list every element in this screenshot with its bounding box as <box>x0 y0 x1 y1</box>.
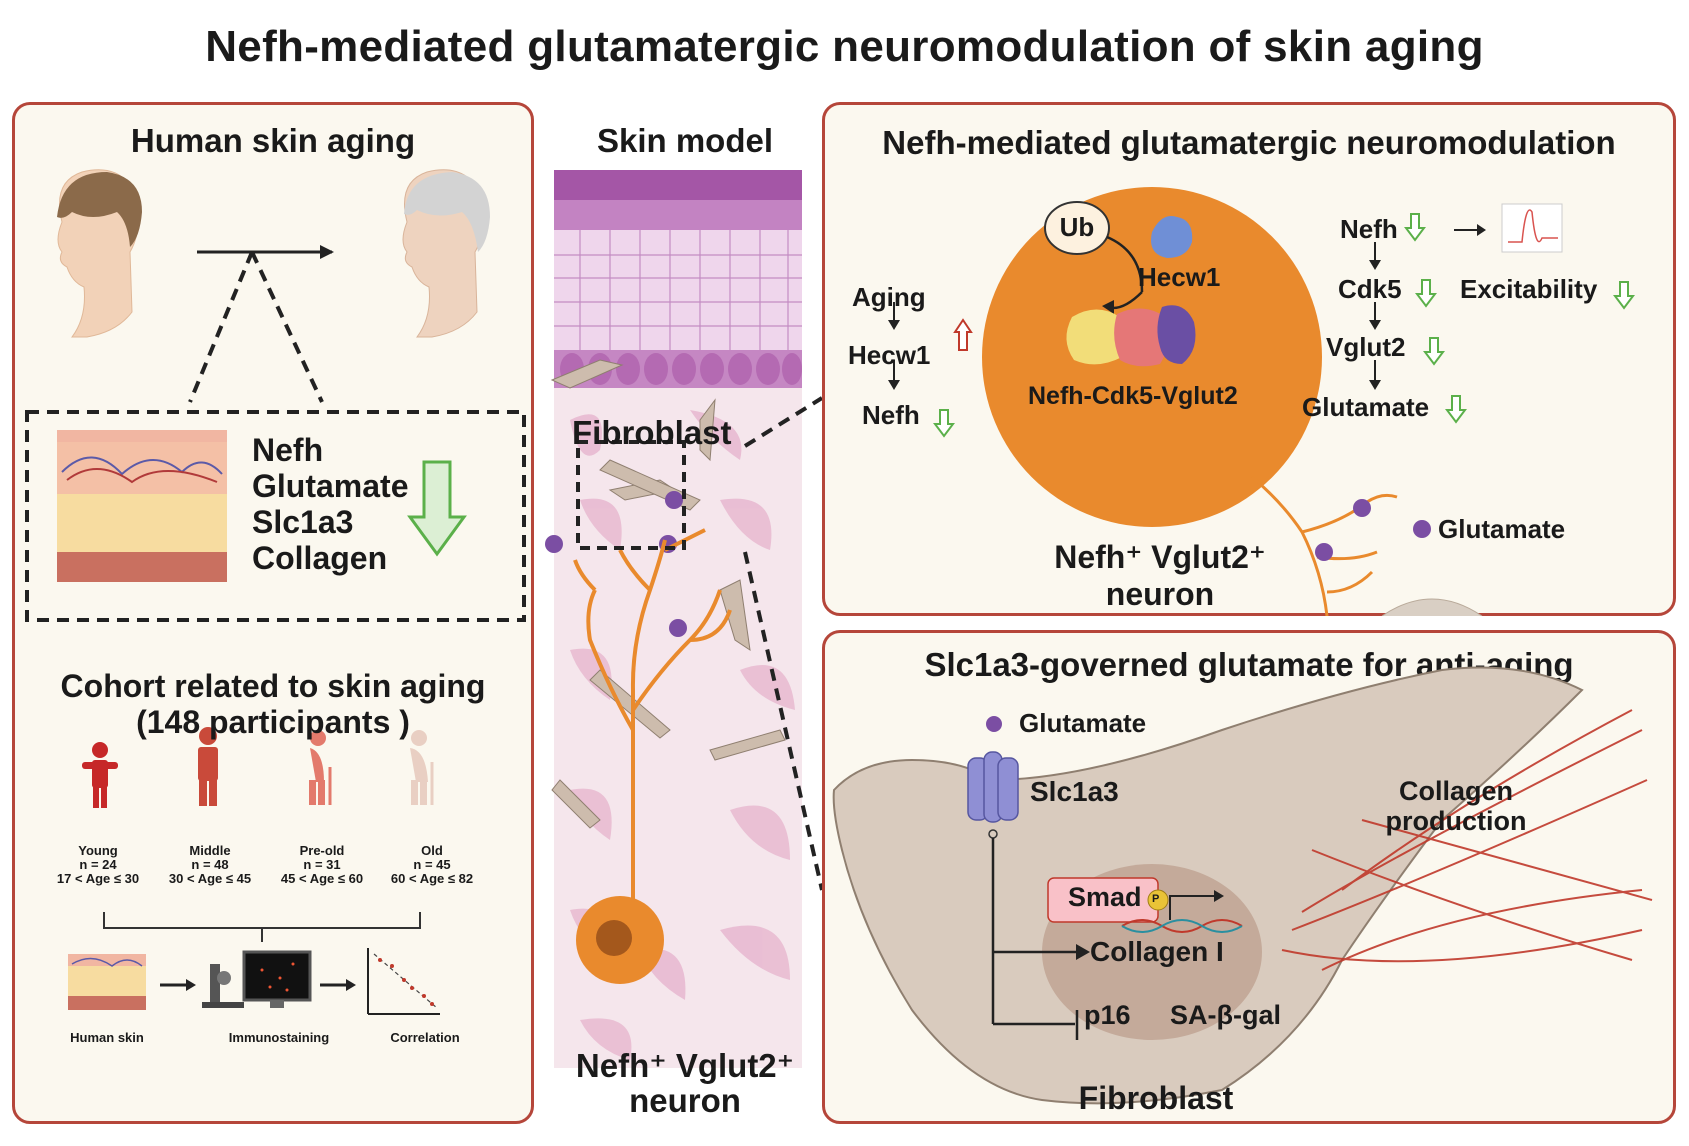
old-head-icon <box>402 169 490 338</box>
group-pre-old-n: n = 31 <box>303 857 341 872</box>
correlation-plot-icon <box>367 948 440 1015</box>
group-young-label: Young <box>78 843 118 858</box>
marker-glutamate: Glutamate <box>252 468 409 504</box>
p16-label: p16 <box>1084 1000 1131 1030</box>
complex-label: Nefh-Cdk5-Vglut2 <box>1028 382 1238 410</box>
skin-section-icon <box>57 430 227 582</box>
marker-nefh: Nefh <box>252 432 324 468</box>
marker-slc1a3: Slc1a3 <box>252 504 354 540</box>
cohort-title-line2: (148 participants ) <box>136 704 410 740</box>
phospho-icon <box>1147 889 1169 911</box>
hecw1-label: Hecw1 <box>1138 262 1221 292</box>
fibroblast-cell <box>550 359 624 389</box>
excitability-label: Excitability <box>1460 274 1598 304</box>
chain-aging: Aging <box>852 282 926 312</box>
skin-neuron-label-line2: neuron <box>629 1082 741 1119</box>
glutamate-label: Glutamate <box>1019 708 1147 738</box>
excitability-plot-icon <box>1501 203 1563 253</box>
group-old-age: 60 < Age ≤ 82 <box>390 871 474 886</box>
skin-model-illustration <box>545 170 802 1068</box>
microscope-icon <box>202 950 312 1008</box>
neuromodulation-illustration <box>888 187 1635 616</box>
anti-aging-illustration <box>832 666 1653 1105</box>
sa-beta-gal-label: SA-β-gal <box>1170 1000 1281 1030</box>
group-middle-n: n = 48 <box>191 857 229 872</box>
glutamate-legend-label: Glutamate <box>1438 514 1566 544</box>
group-young-age: 17 < Age ≤ 30 <box>56 871 140 886</box>
old-person-icon <box>410 730 434 805</box>
neuron-label-line2: neuron <box>1105 576 1215 612</box>
page-title: Nefh-mediated glutamatergic neuromodulat… <box>205 22 1484 71</box>
neuromodulation-title: Nefh-mediated glutamatergic neuromodulat… <box>882 124 1616 161</box>
group-middle-age: 30 < Age ≤ 45 <box>168 871 252 886</box>
cohort-title-line1: Cohort related to skin aging <box>60 668 486 704</box>
human-skin-aging-illustration <box>25 169 526 1015</box>
up-arrow-icon <box>953 318 973 351</box>
complex-blob <box>1066 305 1196 367</box>
chain-nefh: Nefh <box>862 400 920 430</box>
human-skin-icon <box>68 954 146 1010</box>
group-pre-old-age: 45 < Age ≤ 60 <box>280 871 364 886</box>
skin-model-title: Skin model <box>596 122 774 159</box>
group-young-n: n = 24 <box>79 857 117 872</box>
hecw1-blob <box>1151 216 1193 258</box>
ub-circle <box>1044 201 1110 255</box>
group-old-label: Old <box>421 843 443 858</box>
collagen-fibers <box>1281 709 1653 971</box>
collagen-i-label: Collagen I <box>1090 936 1224 967</box>
human-skin-aging-title: Human skin aging <box>130 122 416 159</box>
ub-label: Ub <box>1059 212 1095 242</box>
young-person-icon <box>82 742 118 808</box>
group-old-n: n = 45 <box>413 857 451 872</box>
chain-right-cdk5: Cdk5 <box>1338 274 1402 304</box>
middle-person-icon <box>198 727 218 806</box>
fibroblast-label: Fibroblast <box>572 414 732 451</box>
fibroblast-bottom-label: Fibroblast <box>1078 1080 1234 1116</box>
workflow-immunostaining: Immunostaining <box>228 1030 330 1045</box>
young-head-icon <box>57 169 142 338</box>
group-middle-label: Middle <box>189 843 231 858</box>
neuron-label-line1: Nefh⁺ Vglut2⁺ <box>1054 539 1266 575</box>
neuron-axon <box>573 528 732 900</box>
collagen-production-line2: production <box>1385 806 1527 836</box>
chain-right-vglut2: Vglut2 <box>1326 332 1406 362</box>
workflow-correlation: Correlation <box>390 1030 460 1045</box>
pre-old-person-icon <box>309 730 332 805</box>
skin-neuron-label-line1: Nefh⁺ Vglut2⁺ <box>575 1047 795 1084</box>
workflow-human-skin: Human skin <box>70 1030 144 1045</box>
phospho-label: P <box>1152 893 1160 905</box>
chain-hecw1: Hecw1 <box>848 340 931 370</box>
marker-collagen: Collagen <box>252 540 388 576</box>
collagen-production-line1: Collagen <box>1398 776 1513 806</box>
slc1a3-label: Slc1a3 <box>1030 776 1119 807</box>
slc1a3-transporter-icon <box>967 751 1019 823</box>
smad-label: Smad <box>1068 882 1142 912</box>
chain-right-glutamate: Glutamate <box>1302 392 1430 422</box>
chain-right-nefh: Nefh <box>1340 214 1398 244</box>
group-pre-old-label: Pre-old <box>299 843 345 858</box>
